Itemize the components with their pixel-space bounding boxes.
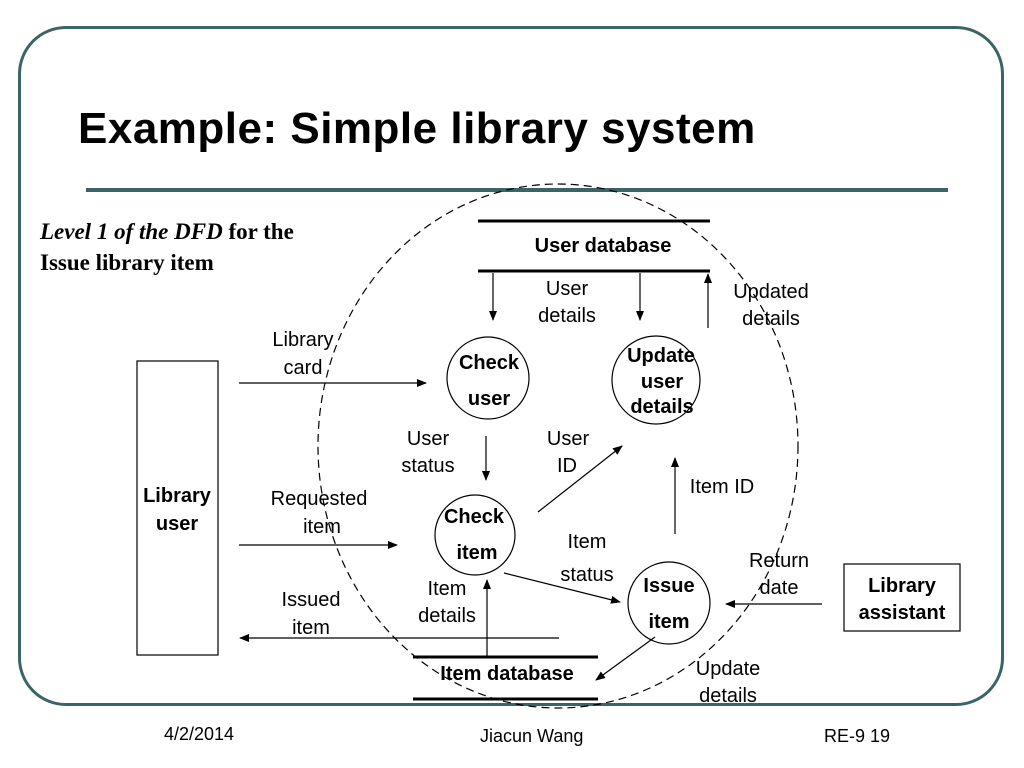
caption-italic: Level 1 of the DFD: [40, 219, 223, 244]
flow-item-details-label-2: details: [418, 605, 476, 627]
slide-title: Example: Simple library system: [78, 104, 756, 153]
update-user-details-label-1: Update: [627, 345, 695, 367]
flow-requested-item-label-1: Requested: [271, 488, 368, 510]
flow-library-card-label-1: Library: [272, 329, 333, 351]
flow-item-status-label-1: Item: [568, 531, 607, 553]
flow-library-card-label-2: card: [284, 357, 323, 379]
flow-return-date-label-2: date: [760, 577, 799, 599]
library-user-entity: Library user: [136, 360, 219, 656]
flow-issued-item-label-1: Issued: [282, 589, 341, 611]
flow-item-status-arrow: [503, 572, 621, 604]
caption-bold-line2: Issue library item: [40, 250, 214, 275]
library-assistant-label-1: Library: [868, 575, 937, 597]
flow-update-details-label-2: details: [699, 685, 757, 707]
library-user-label-1: Library: [143, 485, 212, 507]
flow-updated-details-label-1: Updated: [733, 281, 809, 303]
flow-item-details-label-1: Item: [428, 578, 467, 600]
system-boundary: [317, 183, 799, 709]
library-assistant-label-2: assistant: [859, 602, 946, 624]
user-database-label: User database: [535, 235, 672, 257]
footer-date: 4/2/2014: [164, 724, 235, 744]
flow-user-id-label-2: ID: [557, 455, 577, 477]
check-item-label-2: item: [456, 542, 497, 564]
library-assistant-entity: Library assistant: [843, 563, 961, 632]
check-user-process: Check user: [446, 336, 530, 420]
item-database-store: Item database: [413, 655, 598, 701]
library-user-label-2: user: [156, 513, 198, 535]
footer-author: Jiacun Wang: [480, 726, 584, 746]
update-user-details-label-2: user: [641, 371, 683, 393]
issue-item-label-1: Issue: [643, 575, 694, 597]
flow-user-details-label-2: details: [538, 305, 596, 327]
check-item-label-1: Check: [444, 506, 505, 528]
flow-issued-item-label-2: item: [292, 617, 330, 639]
flow-item-id-label: Item ID: [690, 476, 754, 498]
diagram-caption: Level 1 of the DFD for the Issue library…: [40, 216, 294, 278]
issue-item-process: Issue item: [627, 561, 711, 645]
check-user-label-1: Check: [459, 352, 520, 374]
item-database-label: Item database: [440, 663, 573, 685]
slide-frame: [18, 26, 1004, 706]
flow-user-id-label-1: User: [547, 428, 590, 450]
flow-update-details-arrow: [595, 636, 656, 681]
update-user-details-label-3: details: [630, 396, 693, 418]
update-user-details-process: Update user details: [611, 335, 701, 425]
flow-user-details-label-1: User: [546, 278, 589, 300]
flow-user-status-label-1: User: [407, 428, 450, 450]
flow-updated-details-label-2: details: [742, 308, 800, 330]
footer-page-number: RE-9 19: [824, 726, 891, 746]
check-user-label-2: user: [468, 388, 510, 410]
flow-requested-item-label-2: item: [303, 516, 341, 538]
title-divider: [86, 188, 948, 192]
flow-update-details-label-1: Update: [696, 658, 761, 680]
issue-item-label-2: item: [648, 611, 689, 633]
flow-user-id-arrow: [537, 445, 623, 513]
caption-bold-line1: for the: [222, 219, 294, 244]
user-database-store: User database: [478, 219, 710, 273]
flow-user-status-label-2: status: [401, 455, 454, 477]
flow-return-date-label-1: Return: [749, 550, 809, 572]
check-item-process: Check item: [434, 494, 516, 576]
flow-item-status-label-2: status: [560, 564, 613, 586]
